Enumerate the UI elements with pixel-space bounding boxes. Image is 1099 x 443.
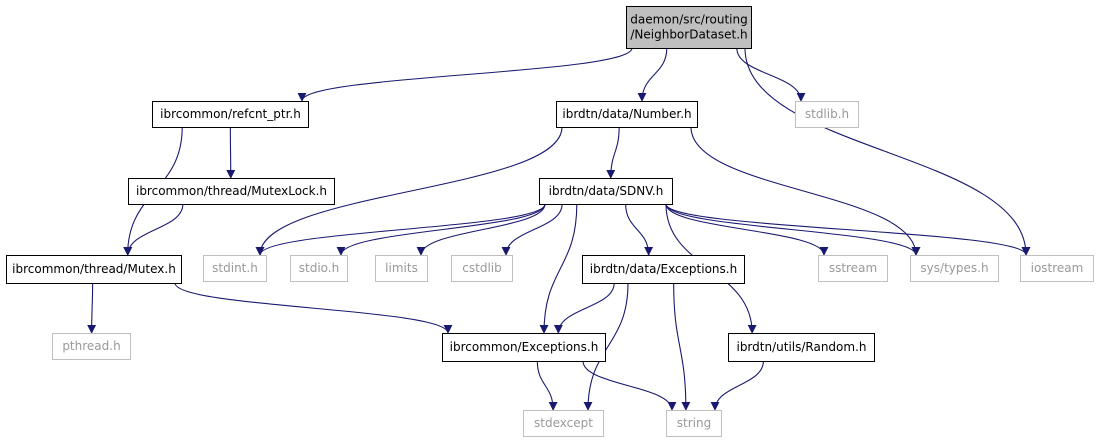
node-box-commonexc (442, 333, 606, 362)
edge-dataexc-to-commonexc (553, 282, 615, 334)
edge-sdnv-to-stdio (336, 203, 546, 256)
edge-commonexc-to-string (582, 360, 677, 411)
node-label-number: ibrdtn/data/Number.h (562, 107, 691, 121)
node-stdlib: stdlib.h (795, 101, 859, 128)
node-box-refcnt (152, 101, 309, 128)
node-box-neighbor (626, 6, 752, 49)
node-label-cstdlib: cstdlib (462, 261, 501, 275)
node-label-neighbor-line-1: daemon/src/routing (630, 13, 747, 27)
node-label-commonexc: ibrcommon/Exceptions.h (450, 340, 599, 354)
node-box-number (556, 101, 698, 128)
node-label-limits: limits (385, 261, 418, 275)
node-label-mutex: ibrcommon/thread/Mutex.h (12, 262, 176, 276)
edge-number-to-stdint (255, 126, 563, 256)
node-iostream: iostream (1020, 255, 1094, 282)
node-label-dataexc: ibrdtn/data/Exceptions.h (590, 262, 737, 276)
node-box-sdnv (539, 178, 673, 205)
edge-number-to-systypes (690, 126, 921, 256)
node-label-stdint: stdint.h (212, 261, 258, 275)
node-box-sstream (818, 255, 888, 282)
edge-sdnv-to-limits (416, 203, 546, 256)
node-label-refcnt: ibrcommon/refcnt_ptr.h (160, 107, 301, 121)
node-label-random: ibrdtn/utils/Random.h (736, 340, 866, 354)
edge-sdnv-to-iostream (665, 203, 1031, 256)
edge-sdnv-to-dataexc (625, 203, 654, 256)
edge-sdnv-to-sstream (665, 203, 829, 256)
node-number[interactable]: ibrdtn/data/Number.h (556, 101, 698, 128)
edge-commonexc-to-stdexcept (536, 360, 558, 411)
node-label-iostream: iostream (1031, 261, 1084, 275)
edge-random-to-string (710, 360, 764, 411)
node-limits: limits (375, 255, 428, 282)
edge-sdnv-to-stdint (255, 203, 546, 256)
node-box-mutex (6, 255, 182, 284)
edge-neighbor-to-iostream (744, 47, 1031, 256)
edge-mutex-to-commonexc (174, 282, 453, 334)
nodes: daemon/src/routing/NeighborDataset.h ibrc… (6, 6, 1094, 437)
node-stdint: stdint.h (203, 255, 267, 282)
node-label-systypes: sys/types.h (920, 261, 988, 275)
node-box-mutexlock (128, 178, 335, 205)
node-cstdlib: cstdlib (451, 255, 513, 282)
edge-mutexlock-to-mutex (123, 203, 184, 256)
node-box-iostream (1020, 255, 1094, 282)
node-box-pthread (52, 333, 131, 360)
node-label-sstream: sstream (829, 261, 877, 275)
node-random[interactable]: ibrdtn/utils/Random.h (728, 333, 875, 362)
node-stdexcept: stdexcept (523, 410, 604, 437)
node-neighbor[interactable]: daemon/src/routing/NeighborDataset.h (626, 6, 752, 49)
node-systypes: sys/types.h (910, 255, 999, 282)
node-box-cstdlib (451, 255, 513, 282)
node-commonexc[interactable]: ibrcommon/Exceptions.h (442, 333, 606, 362)
edge-sdnv-to-commonexc (539, 203, 578, 334)
node-box-dataexc (582, 255, 745, 284)
node-dataexc[interactable]: ibrdtn/data/Exceptions.h (582, 255, 745, 284)
edge-neighbor-to-number (637, 47, 668, 102)
node-label-stdlib: stdlib.h (805, 107, 849, 121)
node-box-stdio (290, 255, 348, 282)
node-sstream: sstream (818, 255, 888, 282)
edge-mutex-to-pthread (87, 282, 97, 334)
node-pthread: pthread.h (52, 333, 131, 360)
node-mutexlock[interactable]: ibrcommon/thread/MutexLock.h (128, 178, 335, 205)
node-refcnt[interactable]: ibrcommon/refcnt_ptr.h (152, 101, 309, 128)
node-box-stdexcept (523, 410, 604, 437)
edge-sdnv-to-cstdlib (501, 203, 563, 256)
node-label-string: string (677, 416, 711, 430)
node-label-mutexlock: ibrcommon/thread/MutexLock.h (136, 184, 327, 198)
edge-neighbor-to-refcnt (297, 47, 633, 102)
node-box-systypes (910, 255, 999, 282)
node-label-pthread: pthread.h (62, 339, 120, 353)
edge-neighbor-to-stdlib (736, 47, 806, 102)
edges (87, 47, 1031, 411)
node-box-random (728, 333, 875, 362)
node-stdio: stdio.h (290, 255, 348, 282)
node-box-stdint (203, 255, 267, 282)
node-label-stdexcept: stdexcept (534, 416, 593, 430)
node-label-sdnv: ibrdtn/data/SDNV.h (549, 184, 664, 198)
node-box-string (666, 410, 722, 437)
node-box-stdlib (795, 101, 859, 128)
edge-sdnv-to-systypes (665, 203, 921, 256)
node-string: string (666, 410, 722, 437)
node-label-neighbor-line-2: /NeighborDataset.h (630, 28, 747, 42)
node-box-limits (375, 255, 428, 282)
node-sdnv[interactable]: ibrdtn/data/SDNV.h (539, 178, 673, 205)
edge-number-to-sdnv (606, 126, 620, 179)
node-label-stdio: stdio.h (299, 261, 339, 275)
node-mutex[interactable]: ibrcommon/thread/Mutex.h (6, 255, 182, 284)
edge-dataexc-to-string (673, 282, 691, 411)
edge-dataexc-to-stdexcept (583, 282, 629, 411)
